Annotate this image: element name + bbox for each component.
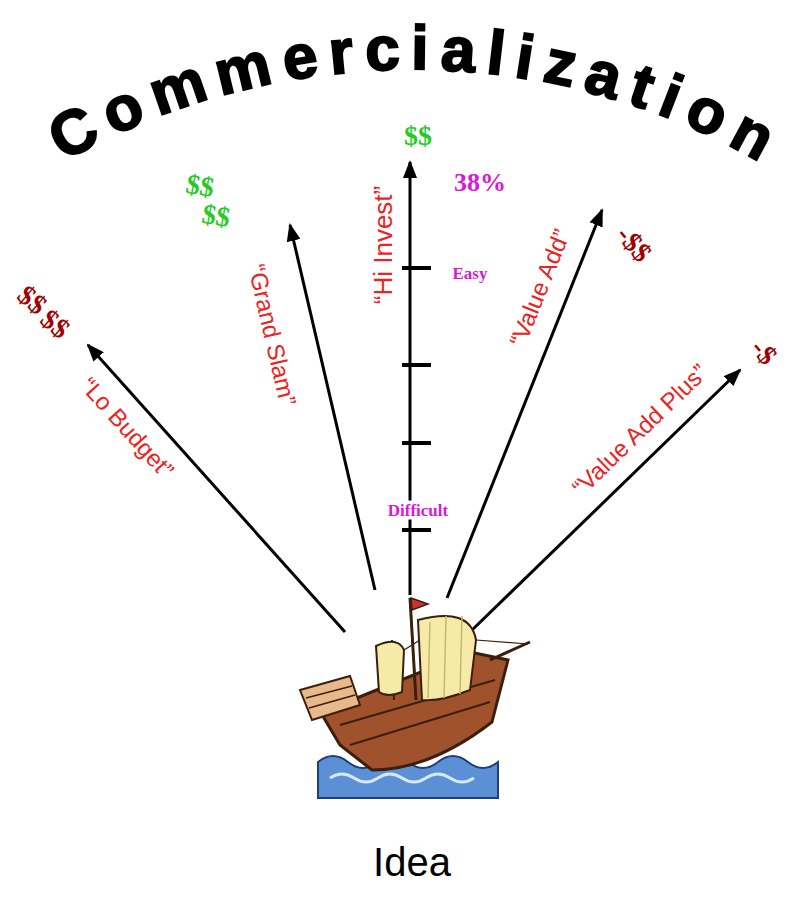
money-mark: -$ bbox=[746, 334, 782, 370]
money-mark: $$ bbox=[200, 200, 232, 232]
title-letter: C bbox=[39, 95, 108, 171]
scale-label: Difficult bbox=[385, 501, 451, 520]
path-arrows bbox=[88, 162, 740, 632]
title-letter: r bbox=[326, 20, 356, 84]
value-add-plus-arrow bbox=[470, 370, 740, 632]
percent-label: 38% bbox=[454, 170, 506, 196]
idea-caption: Idea bbox=[373, 842, 451, 882]
path-label: “Grand Slam” bbox=[244, 262, 300, 408]
scale-tick bbox=[402, 441, 431, 445]
title-letter: i bbox=[411, 17, 429, 79]
path-label: “Value Add” bbox=[506, 226, 575, 350]
path-label: “Lo Budget” bbox=[76, 373, 178, 482]
path-label: “Hi Invest” bbox=[370, 186, 396, 304]
scale-ticks bbox=[402, 268, 431, 530]
title-letter: m bbox=[141, 49, 213, 126]
title-letter: l bbox=[484, 21, 508, 85]
title-letter: e bbox=[278, 24, 322, 91]
title-letter: o bbox=[92, 73, 152, 145]
lo-budget-arrow bbox=[88, 345, 345, 632]
path-label: “Value Add Plus” bbox=[568, 360, 712, 500]
scale-label: Easy bbox=[453, 265, 488, 282]
title-letter: m bbox=[209, 32, 277, 105]
grand-slam-arrow bbox=[290, 225, 375, 590]
money-mark: $$ bbox=[404, 122, 432, 150]
scale-tick bbox=[402, 528, 431, 532]
value-add-arrow bbox=[447, 210, 602, 598]
title-letter: i bbox=[512, 25, 539, 89]
title-letter: a bbox=[439, 18, 477, 82]
title-letter: n bbox=[722, 98, 785, 171]
title-letter: c bbox=[364, 17, 401, 80]
money-mark: -$$ bbox=[611, 221, 656, 268]
scale-tick bbox=[402, 363, 431, 367]
title-letter: z bbox=[539, 30, 582, 97]
title-letter: a bbox=[580, 40, 630, 109]
money-mark: $$ bbox=[184, 170, 216, 202]
ship-clipart bbox=[300, 598, 530, 798]
scale-tick bbox=[402, 266, 431, 270]
